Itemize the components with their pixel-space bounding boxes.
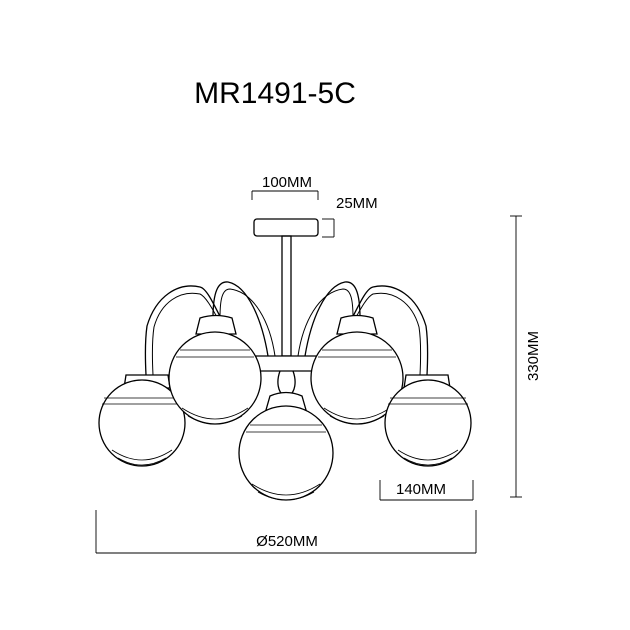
canopy-width-label: 100MM [262,174,312,191]
arm-inner-left-inner [219,288,276,357]
dimension-canopy-width: 100MM [251,174,319,200]
diameter-label: Ø520MM [256,533,318,550]
shade-far-right [384,374,472,467]
arm-inner-right [304,281,361,357]
arm-inner-left [212,281,269,357]
dimension-shade-width: 140MM [379,480,474,501]
center-hub [253,355,320,372]
dimension-total-height: 330MM [510,215,542,498]
dimension-diameter: Ø520MM [95,510,477,554]
total-height-label: 330MM [525,331,542,381]
shade-width-label: 140MM [396,481,446,498]
shade-center [238,391,334,501]
shade-upper-left [168,314,262,425]
canopy-height-label: 25MM [336,195,378,212]
shade-upper-right [310,314,404,425]
stem [281,235,292,357]
dimension-canopy-height: 25MM [322,195,378,238]
shade-far-left [98,374,186,467]
model-title: MR1491-5C [194,77,356,110]
canopy [253,218,319,237]
arm-inner-right-inner [297,288,354,357]
